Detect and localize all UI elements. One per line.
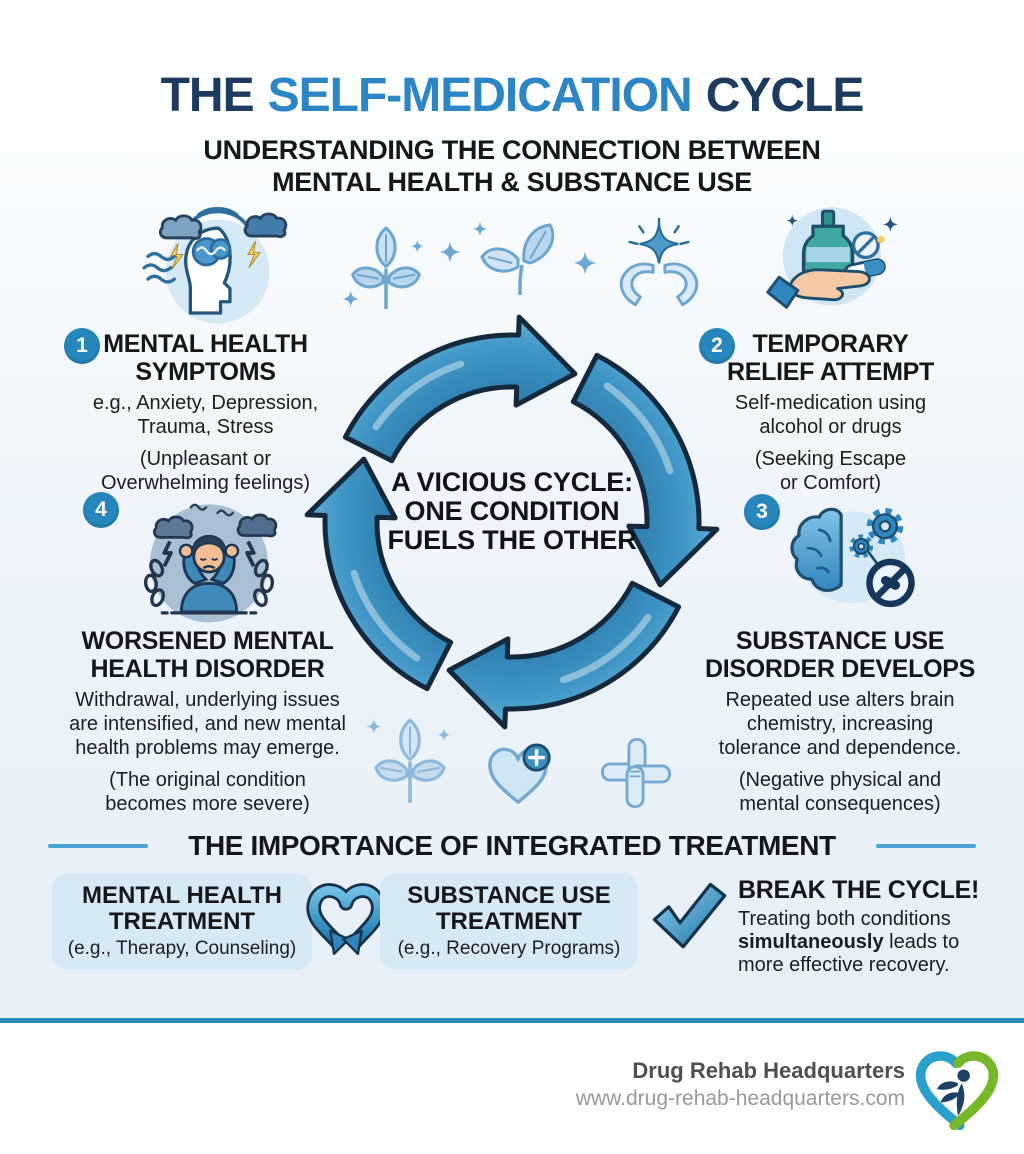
step-body-line: Withdrawal, underlying issues xyxy=(75,689,340,711)
break-the-cycle-block: BREAK THE CYCLE! Treating both condition… xyxy=(738,876,998,977)
step-note-line: (Negative physical and xyxy=(738,769,942,791)
step-note: (Negative physical and mental consequenc… xyxy=(690,768,990,816)
leaf-sprig-icon xyxy=(342,226,424,309)
step-note: (The original condition becomes more sev… xyxy=(45,768,370,816)
heart-arrows-icon xyxy=(306,883,386,956)
step-title-line: SUBSTANCE USE xyxy=(735,627,945,655)
hand-bottle-pills-icon xyxy=(766,207,898,309)
treatment-title-line: TREATMENT xyxy=(435,908,583,935)
footer-brand-block: Drug Rehab Headquarters www.drug-rehab-h… xyxy=(430,1058,905,1111)
hands-unity-icon xyxy=(600,737,672,809)
step-note: (Unpleasant or Overwhelming feelings) xyxy=(48,447,363,495)
overwhelmed-person-icon xyxy=(143,503,278,623)
footer-divider xyxy=(0,1018,1024,1023)
subtitle-line: UNDERSTANDING THE CONNECTION BETWEEN xyxy=(203,135,821,165)
break-body-bold: simultaneously xyxy=(738,931,884,953)
step-title-line: MENTAL HEALTH xyxy=(103,330,308,358)
step-note: (Seeking Escape or Comfort) xyxy=(683,447,978,495)
page-title: THE SELF-MEDICATION CYCLE xyxy=(0,68,1024,123)
step-title-line: RELIEF ATTEMPT xyxy=(727,358,934,386)
step-note-line: becomes more severe) xyxy=(105,793,310,815)
break-cycle-body: Treating both conditions simultaneously … xyxy=(738,908,998,977)
step-body-line: Repeated use alters brain xyxy=(725,689,955,711)
heart-plus-icon xyxy=(488,743,551,804)
step-body-line: chemistry, increasing xyxy=(746,713,934,735)
treatment-title-line: TREATMENT xyxy=(108,908,256,935)
treatment-box-subtitle: (e.g., Therapy, Counseling) xyxy=(67,938,297,959)
step-3-substance-use-disorder: SUBSTANCE USE DISORDER DEVELOPS Repeated… xyxy=(690,627,990,816)
treatment-box-title: MENTAL HEALTH TREATMENT xyxy=(82,883,282,935)
title-part2: CYCLE xyxy=(705,69,865,122)
subtitle-line: MENTAL HEALTH & SUBSTANCE USE xyxy=(272,167,752,197)
break-body-line: simultaneously leads to xyxy=(738,931,998,954)
step-body-line: tolerance and dependence. xyxy=(718,737,962,759)
step-note-line: mental consequences) xyxy=(739,793,941,815)
leaf-pair-icon xyxy=(472,221,555,296)
step-note-line: (Unpleasant or xyxy=(139,448,272,470)
title-part1: THE xyxy=(160,69,255,122)
decor-line xyxy=(875,844,976,848)
break-cycle-title: BREAK THE CYCLE! xyxy=(738,876,980,904)
website-link[interactable]: www.drug-rehab-headquarters.com xyxy=(575,1087,905,1110)
step-body: Withdrawal, underlying issues are intens… xyxy=(45,688,370,760)
break-body-line: Treating both conditions xyxy=(738,908,951,930)
hands-flower-icon xyxy=(619,218,699,307)
stressed-head-icon xyxy=(142,207,288,324)
substance-use-treatment-box: SUBSTANCE USE TREATMENT (e.g., Recovery … xyxy=(380,873,638,970)
cycle-center-text: A VICIOUS CYCLE: ONE CONDITION FUELS THE… xyxy=(352,468,672,555)
checkmark-icon xyxy=(652,882,727,949)
step-body: e.g., Anxiety, Depression, Trauma, Stres… xyxy=(48,391,363,439)
step-3-number-badge: 3 xyxy=(744,494,780,530)
treatment-title-line: MENTAL HEALTH xyxy=(82,882,282,909)
treatment-title-line: SUBSTANCE USE xyxy=(407,882,611,909)
step-title: WORSENED MENTAL HEALTH DISORDER xyxy=(45,627,370,683)
step-title-line: DISORDER DEVELOPS xyxy=(705,655,975,683)
step-title-line: HEALTH DISORDER xyxy=(90,655,325,683)
step-title-line: WORSENED MENTAL xyxy=(81,627,334,655)
center-line: FUELS THE OTHER xyxy=(387,525,637,555)
step-note-line: (Seeking Escape xyxy=(754,448,907,470)
cycle-arrows-diagram xyxy=(304,314,720,730)
leaf-sprig-icon xyxy=(366,718,451,803)
decor-line xyxy=(48,844,149,848)
page-subtitle: UNDERSTANDING THE CONNECTION BETWEEN MEN… xyxy=(0,134,1024,198)
step-4-number-badge: 4 xyxy=(83,492,119,528)
step-body: Repeated use alters brain chemistry, inc… xyxy=(690,688,990,760)
step-title: TEMPORARY RELIEF ATTEMPT xyxy=(683,330,978,386)
step-body-line: e.g., Anxiety, Depression, xyxy=(92,392,319,414)
heart-logo-icon xyxy=(915,1051,999,1131)
step-body: Self-medication using alcohol or drugs xyxy=(683,391,978,439)
title-accent: SELF-MEDICATION xyxy=(267,69,693,122)
step-title: SUBSTANCE USE DISORDER DEVELOPS xyxy=(690,627,990,683)
integrated-treatment-header: THE IMPORTANCE OF INTEGRATED TREATMENT xyxy=(0,830,1024,862)
step-body-line: are intensified, and new mental xyxy=(69,713,346,735)
step-note-line: or Comfort) xyxy=(779,472,882,494)
mental-health-treatment-box: MENTAL HEALTH TREATMENT (e.g., Therapy, … xyxy=(52,873,312,970)
step-1-number-badge: 1 xyxy=(64,328,100,364)
section-title: THE IMPORTANCE OF INTEGRATED TREATMENT xyxy=(188,830,836,861)
step-2-number-badge: 2 xyxy=(699,328,735,364)
treatment-box-title: SUBSTANCE USE TREATMENT xyxy=(407,883,611,935)
step-4-worsened-mental-health: WORSENED MENTAL HEALTH DISORDER Withdraw… xyxy=(45,627,370,816)
treatment-box-subtitle: (e.g., Recovery Programs) xyxy=(397,938,621,959)
step-body-line: Self-medication using xyxy=(734,392,927,414)
break-body-rest: leads to xyxy=(883,931,960,953)
center-line: ONE CONDITION xyxy=(404,496,620,526)
step-body-line: Trauma, Stress xyxy=(137,416,274,438)
sparkle-icon xyxy=(573,251,597,275)
step-title-line: TEMPORARY xyxy=(752,330,909,358)
step-title-line: SYMPTOMS xyxy=(135,358,276,386)
center-line: A VICIOUS CYCLE: xyxy=(391,467,633,497)
break-body-line: more effective recovery. xyxy=(738,954,950,976)
step-note-line: Overwhelming feelings) xyxy=(101,472,310,494)
step-body-line: health problems may emerge. xyxy=(75,737,340,759)
step-note-line: (The original condition xyxy=(109,769,306,791)
sparkle-icon xyxy=(439,241,461,263)
step-title: MENTAL HEALTH SYMPTOMS xyxy=(48,330,363,386)
step-body-line: alcohol or drugs xyxy=(759,416,902,438)
brand-name: Drug Rehab Headquarters xyxy=(632,1058,905,1083)
step-1-mental-health-symptoms: MENTAL HEALTH SYMPTOMS e.g., Anxiety, De… xyxy=(48,330,363,495)
step-2-temporary-relief-attempt: TEMPORARY RELIEF ATTEMPT Self-medication… xyxy=(683,330,978,495)
brain-gears-icon xyxy=(790,507,915,608)
